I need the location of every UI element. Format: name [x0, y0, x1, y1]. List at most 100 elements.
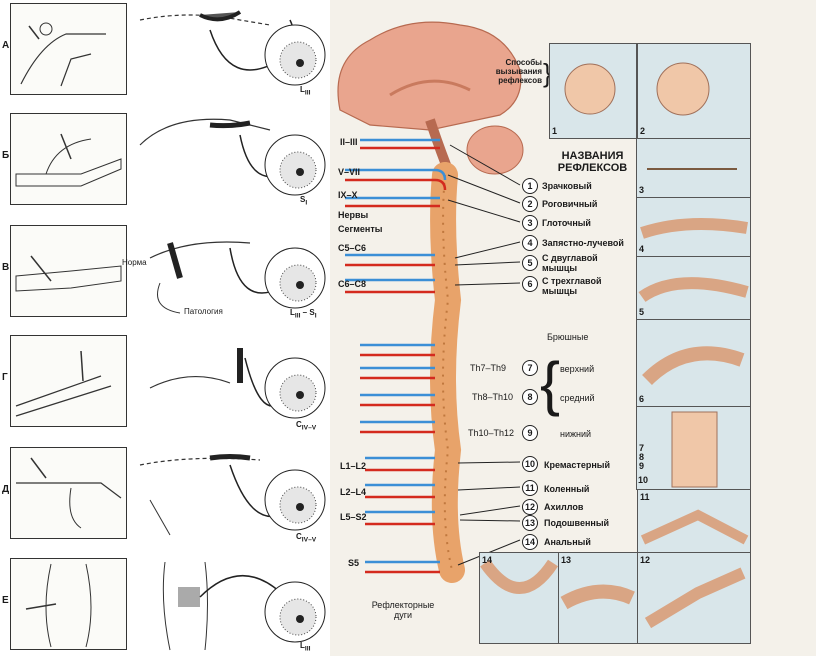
row-g-reflex-arc	[149, 348, 326, 419]
tile-7-9: 7 8 9	[636, 406, 751, 490]
row-b-reflex-arc	[139, 118, 326, 196]
tile-14: 14	[479, 552, 559, 644]
reflex-name: Ахиллов	[544, 502, 584, 512]
label-segments: Сегменты	[338, 224, 383, 234]
label-l5-s2: L5–S2	[340, 512, 367, 522]
reflex-names-title: НАЗВАНИЯ РЕФЛЕКСОВ	[557, 150, 628, 174]
tile-14-illustration	[480, 559, 558, 594]
th-label-8-10: Th8–Th10	[472, 392, 514, 402]
tile-10-number: 10	[638, 475, 649, 485]
row-b-segment: SI	[300, 195, 308, 207]
reflex-num: 1	[522, 178, 538, 194]
row-g-drawing	[15, 350, 112, 417]
reflex-name: С трехглавой мышцы	[542, 276, 602, 296]
tile-11-illustration	[640, 509, 749, 545]
row-a-reflex-arc	[139, 10, 326, 86]
row-e-segment: LIII	[300, 641, 311, 653]
row-v-segment: LIII – SI	[290, 308, 317, 320]
pathology-label: Патология	[184, 307, 223, 316]
tile-12: 12	[637, 552, 751, 644]
reflex-name: С двуглавой мышцы	[542, 253, 598, 273]
brain-spinal-cord-diagram	[337, 21, 524, 583]
reflex-name: Подошвенный	[544, 518, 610, 528]
reflex-num: 2	[522, 196, 538, 212]
label-cranial-2-3: II–III	[340, 137, 358, 147]
reflex-num: 14	[522, 534, 538, 550]
row-a-photo	[10, 3, 127, 95]
row-a-drawing	[20, 22, 106, 87]
tile-3-illustration	[647, 168, 737, 170]
row-d-photo	[10, 447, 127, 539]
tile-11: 11	[637, 489, 751, 553]
label-l2-l4: L2–L4	[340, 487, 367, 497]
row-b-photo	[10, 113, 127, 205]
abdominal-label: Брюшные	[547, 332, 589, 342]
methods-label: Способы вызывания рефлексов	[495, 58, 542, 85]
row-letter-g: Г	[2, 372, 8, 383]
row-letter-d: Д	[2, 484, 10, 495]
tile-5: 5	[636, 256, 751, 320]
label-s5: S5	[348, 558, 360, 568]
tile-2-illustration	[656, 62, 710, 116]
brain-shape	[337, 21, 522, 131]
label-nerves: Нервы	[338, 210, 369, 220]
reflex-arcs	[345, 138, 447, 574]
reflex-name: Анальный	[544, 537, 591, 547]
row-v-drawing	[15, 255, 122, 292]
reflex-name: Зрачковый	[542, 181, 592, 191]
tile-1-illustration	[564, 63, 616, 115]
reflex-name: Глоточный	[542, 218, 591, 228]
th-label-10-12: Th10–Th12	[468, 428, 515, 438]
label-cranial-9-10: IX–X	[338, 190, 358, 200]
spinal-cord	[430, 162, 465, 583]
tile-13-illustration	[560, 584, 635, 610]
row-d-reflex-arc	[139, 454, 326, 536]
reflex-num: 9	[522, 425, 538, 441]
row-d-drawing	[16, 457, 122, 529]
reflex-num: 5	[522, 255, 538, 271]
reflex-name: Запястно-лучевой	[542, 238, 624, 248]
tile-1: 1	[549, 43, 637, 139]
reflex-num: 3	[522, 215, 538, 231]
reflex-num: 8	[522, 389, 538, 405]
reflex-name: Роговичный	[542, 199, 598, 209]
row-e-photo	[10, 558, 127, 650]
row-letter-a: А	[2, 40, 10, 51]
reflex-num: 10	[522, 456, 538, 472]
tile-7-9-illustration	[671, 411, 718, 488]
tile-2: 2	[637, 43, 751, 139]
row-d-segment: CIV–V	[296, 532, 317, 544]
abdominal-brace-icon: {	[540, 350, 561, 417]
row-g-segment: CIV–V	[296, 420, 317, 432]
leader-lines	[447, 144, 521, 566]
reflex-num: 6	[522, 276, 538, 292]
reflex-name: нижний	[560, 429, 592, 439]
row-v-reflex-arc	[149, 241, 326, 314]
th-label-7-9: Th7–Th9	[470, 363, 507, 373]
row-e-drawing	[25, 563, 92, 648]
label-c5-c6: C5–C6	[338, 243, 367, 253]
row-letter-b: Б	[2, 150, 10, 161]
label-l1-l2: L1–L2	[340, 461, 367, 471]
tile-5-illustration	[638, 277, 749, 303]
label-cranial-5-7: V–VII	[338, 167, 361, 177]
reflex-illustrations-panel: А LIII Б SI В	[0, 0, 330, 656]
norm-label: Норма	[122, 258, 147, 267]
reflex-num: 7	[522, 360, 538, 376]
row-b-drawing	[15, 133, 122, 187]
reflex-num: 4	[522, 235, 538, 251]
row-a-segment: LIII	[300, 85, 311, 97]
row-v-photo	[10, 225, 127, 317]
cerebellum	[466, 125, 524, 175]
tile-6: 6	[636, 319, 751, 407]
reflex-name: Коленный	[544, 484, 590, 494]
reflex-num: 12	[522, 499, 538, 515]
tile-12-illustration	[644, 567, 746, 629]
reflex-name: Кремастерный	[544, 460, 610, 470]
row-e-reflex-arc	[162, 561, 326, 651]
tile-3: 3	[636, 138, 751, 198]
label-c6-c8: C6–C8	[338, 279, 367, 289]
tile-6-illustration	[642, 346, 745, 386]
row-letter-v: В	[2, 262, 10, 273]
tile-4: 4	[636, 197, 751, 257]
